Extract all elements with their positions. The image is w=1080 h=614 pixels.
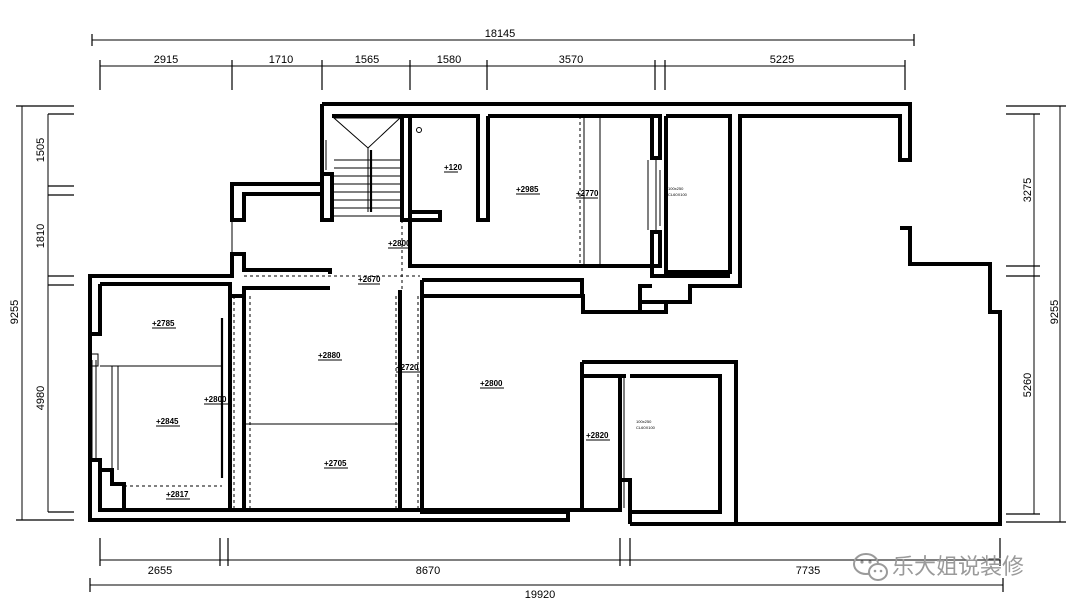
elevation-label: +2705 bbox=[324, 459, 347, 468]
dim-top-seg-4: 1580 bbox=[437, 54, 461, 66]
elevation-label: +2800 bbox=[480, 379, 503, 388]
windows bbox=[89, 160, 649, 367]
left-dimensions: 9255 1505 1810 4980 bbox=[9, 105, 74, 521]
elevation-label: +2770 bbox=[576, 189, 599, 198]
bottom-dimensions: 2655 8670 7735 19920 bbox=[89, 538, 1004, 601]
elevation-label: +2985 bbox=[516, 185, 539, 194]
elevation-labels: +120 +2985 +2770 +2800 +2670 +2785 +2880… bbox=[152, 163, 610, 500]
dim-left-seg-2: 1810 bbox=[35, 224, 47, 248]
elevation-label: +2845 bbox=[156, 417, 179, 426]
note-text: 100x250 bbox=[636, 419, 652, 424]
dim-top-seg-1: 2915 bbox=[154, 54, 178, 66]
watermark-text: 乐大姐说装修 bbox=[892, 555, 1024, 580]
dim-left-total: 9255 bbox=[9, 300, 21, 324]
small-notes: 100x250 CL60X100 100x250 CL60X100 bbox=[636, 186, 688, 430]
dim-top-seg-2: 1710 bbox=[269, 54, 293, 66]
wechat-icon bbox=[853, 553, 888, 581]
dashed-lines bbox=[124, 116, 581, 510]
dim-right-seg-2: 5260 bbox=[1022, 373, 1034, 397]
elevation-label: +2817 bbox=[166, 490, 189, 499]
interior-lines bbox=[91, 116, 661, 508]
dim-top-seg-6: 5225 bbox=[770, 54, 794, 66]
dim-left-seg-3: 4980 bbox=[35, 386, 47, 410]
elevation-label: +120 bbox=[444, 163, 463, 172]
elevation-label: +2785 bbox=[152, 319, 175, 328]
dim-bottom-seg-1: 2655 bbox=[148, 565, 172, 577]
dim-bottom-total: 19920 bbox=[525, 589, 556, 601]
note-text: 100x250 bbox=[668, 186, 684, 191]
dim-top-total: 18145 bbox=[485, 28, 516, 40]
watermark: 乐大姐说装修 bbox=[853, 553, 1024, 581]
dim-bottom-seg-2: 8670 bbox=[416, 565, 440, 577]
dim-left-seg-1: 1505 bbox=[35, 138, 47, 162]
elevation-label: +2670 bbox=[358, 275, 381, 284]
dim-right-total: 9255 bbox=[1049, 300, 1061, 324]
elevation-label: +2820 bbox=[586, 431, 609, 440]
note-text: CL60X100 bbox=[636, 425, 656, 430]
dim-top-seg-3: 1565 bbox=[355, 54, 379, 66]
elevation-label: +2880 bbox=[318, 351, 341, 360]
dim-bottom-seg-3: 7735 bbox=[796, 565, 820, 577]
elevation-label: +2800 bbox=[204, 395, 227, 404]
right-dimensions: 9255 3275 5260 bbox=[1006, 105, 1066, 523]
staircase bbox=[332, 117, 422, 217]
dim-top-seg-5: 3570 bbox=[559, 54, 583, 66]
elevation-label: +2800 bbox=[388, 239, 411, 248]
note-text: CL60X100 bbox=[668, 192, 688, 197]
dim-right-seg-1: 3275 bbox=[1022, 178, 1034, 202]
elevation-label: +2720 bbox=[396, 363, 419, 372]
top-dimensions: 18145 2915 1710 1565 1580 3570 5225 bbox=[91, 28, 915, 90]
walls bbox=[88, 102, 1002, 526]
window-marker bbox=[89, 353, 99, 367]
